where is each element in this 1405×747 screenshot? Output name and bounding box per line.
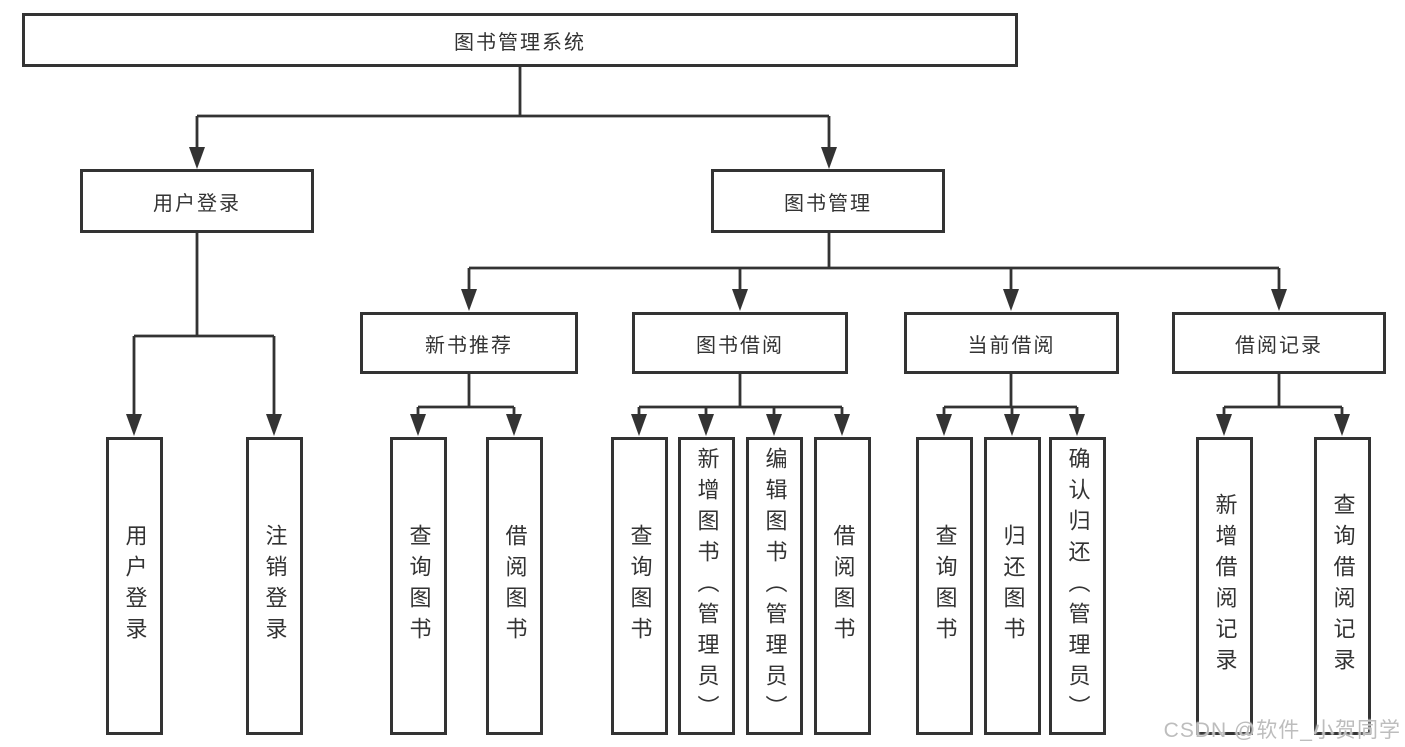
leaf-query-books-recommend: 查询图书 xyxy=(390,437,447,735)
node-book-management-label: 图书管理 xyxy=(784,192,872,215)
leaf-add-borrow-record: 新增借阅记录 xyxy=(1196,437,1253,735)
leaf-user-login-label: 用户登录 xyxy=(122,524,148,648)
node-book-borrow-label: 图书借阅 xyxy=(696,334,784,357)
leaf-add-books-admin: 新增图书（管理员） xyxy=(678,437,735,735)
node-root-label: 图书管理系统 xyxy=(454,31,586,54)
leaf-edit-books-admin-label: 编辑图书（管理员） xyxy=(762,446,788,726)
leaf-confirm-return-admin: 确认归还（管理员） xyxy=(1049,437,1106,735)
leaf-query-books-borrow-label: 查询图书 xyxy=(627,524,653,648)
leaf-add-borrow-record-label: 新增借阅记录 xyxy=(1212,493,1238,679)
leaf-query-borrow-record-label: 查询借阅记录 xyxy=(1330,493,1356,679)
leaf-add-books-admin-label: 新增图书（管理员） xyxy=(694,446,720,726)
node-new-book-recommend: 新书推荐 xyxy=(360,312,578,374)
leaf-borrow-books-recommend: 借阅图书 xyxy=(486,437,543,735)
leaf-return-books: 归还图书 xyxy=(984,437,1041,735)
node-user-login: 用户登录 xyxy=(80,169,314,233)
leaf-return-books-label: 归还图书 xyxy=(1000,524,1026,648)
node-book-borrow: 图书借阅 xyxy=(632,312,848,374)
leaf-logout-label: 注销登录 xyxy=(262,524,288,648)
node-user-login-label: 用户登录 xyxy=(153,192,241,215)
leaf-logout: 注销登录 xyxy=(246,437,303,735)
node-borrow-records: 借阅记录 xyxy=(1172,312,1386,374)
arrowheads xyxy=(126,147,1350,436)
leaf-borrow-books-recommend-label: 借阅图书 xyxy=(502,524,528,648)
leaf-query-borrow-record: 查询借阅记录 xyxy=(1314,437,1371,735)
leaf-borrow-books-borrow: 借阅图书 xyxy=(814,437,871,735)
node-root: 图书管理系统 xyxy=(22,13,1018,67)
leaf-query-books-current: 查询图书 xyxy=(916,437,973,735)
node-book-management: 图书管理 xyxy=(711,169,945,233)
leaf-borrow-books-borrow-label: 借阅图书 xyxy=(830,524,856,648)
leaf-query-books-recommend-label: 查询图书 xyxy=(406,524,432,648)
node-new-book-recommend-label: 新书推荐 xyxy=(425,334,513,357)
leaf-user-login: 用户登录 xyxy=(106,437,163,735)
leaf-edit-books-admin: 编辑图书（管理员） xyxy=(746,437,803,735)
leaf-query-books-current-label: 查询图书 xyxy=(932,524,958,648)
node-current-borrow-label: 当前借阅 xyxy=(967,334,1056,357)
node-current-borrow: 当前借阅 xyxy=(904,312,1119,374)
leaf-query-books-borrow: 查询图书 xyxy=(611,437,668,735)
leaf-confirm-return-admin-label: 确认归还（管理员） xyxy=(1065,446,1091,726)
node-borrow-records-label: 借阅记录 xyxy=(1235,334,1323,357)
csdn-watermark: CSDN @软件_小贺同学 xyxy=(1163,719,1401,742)
